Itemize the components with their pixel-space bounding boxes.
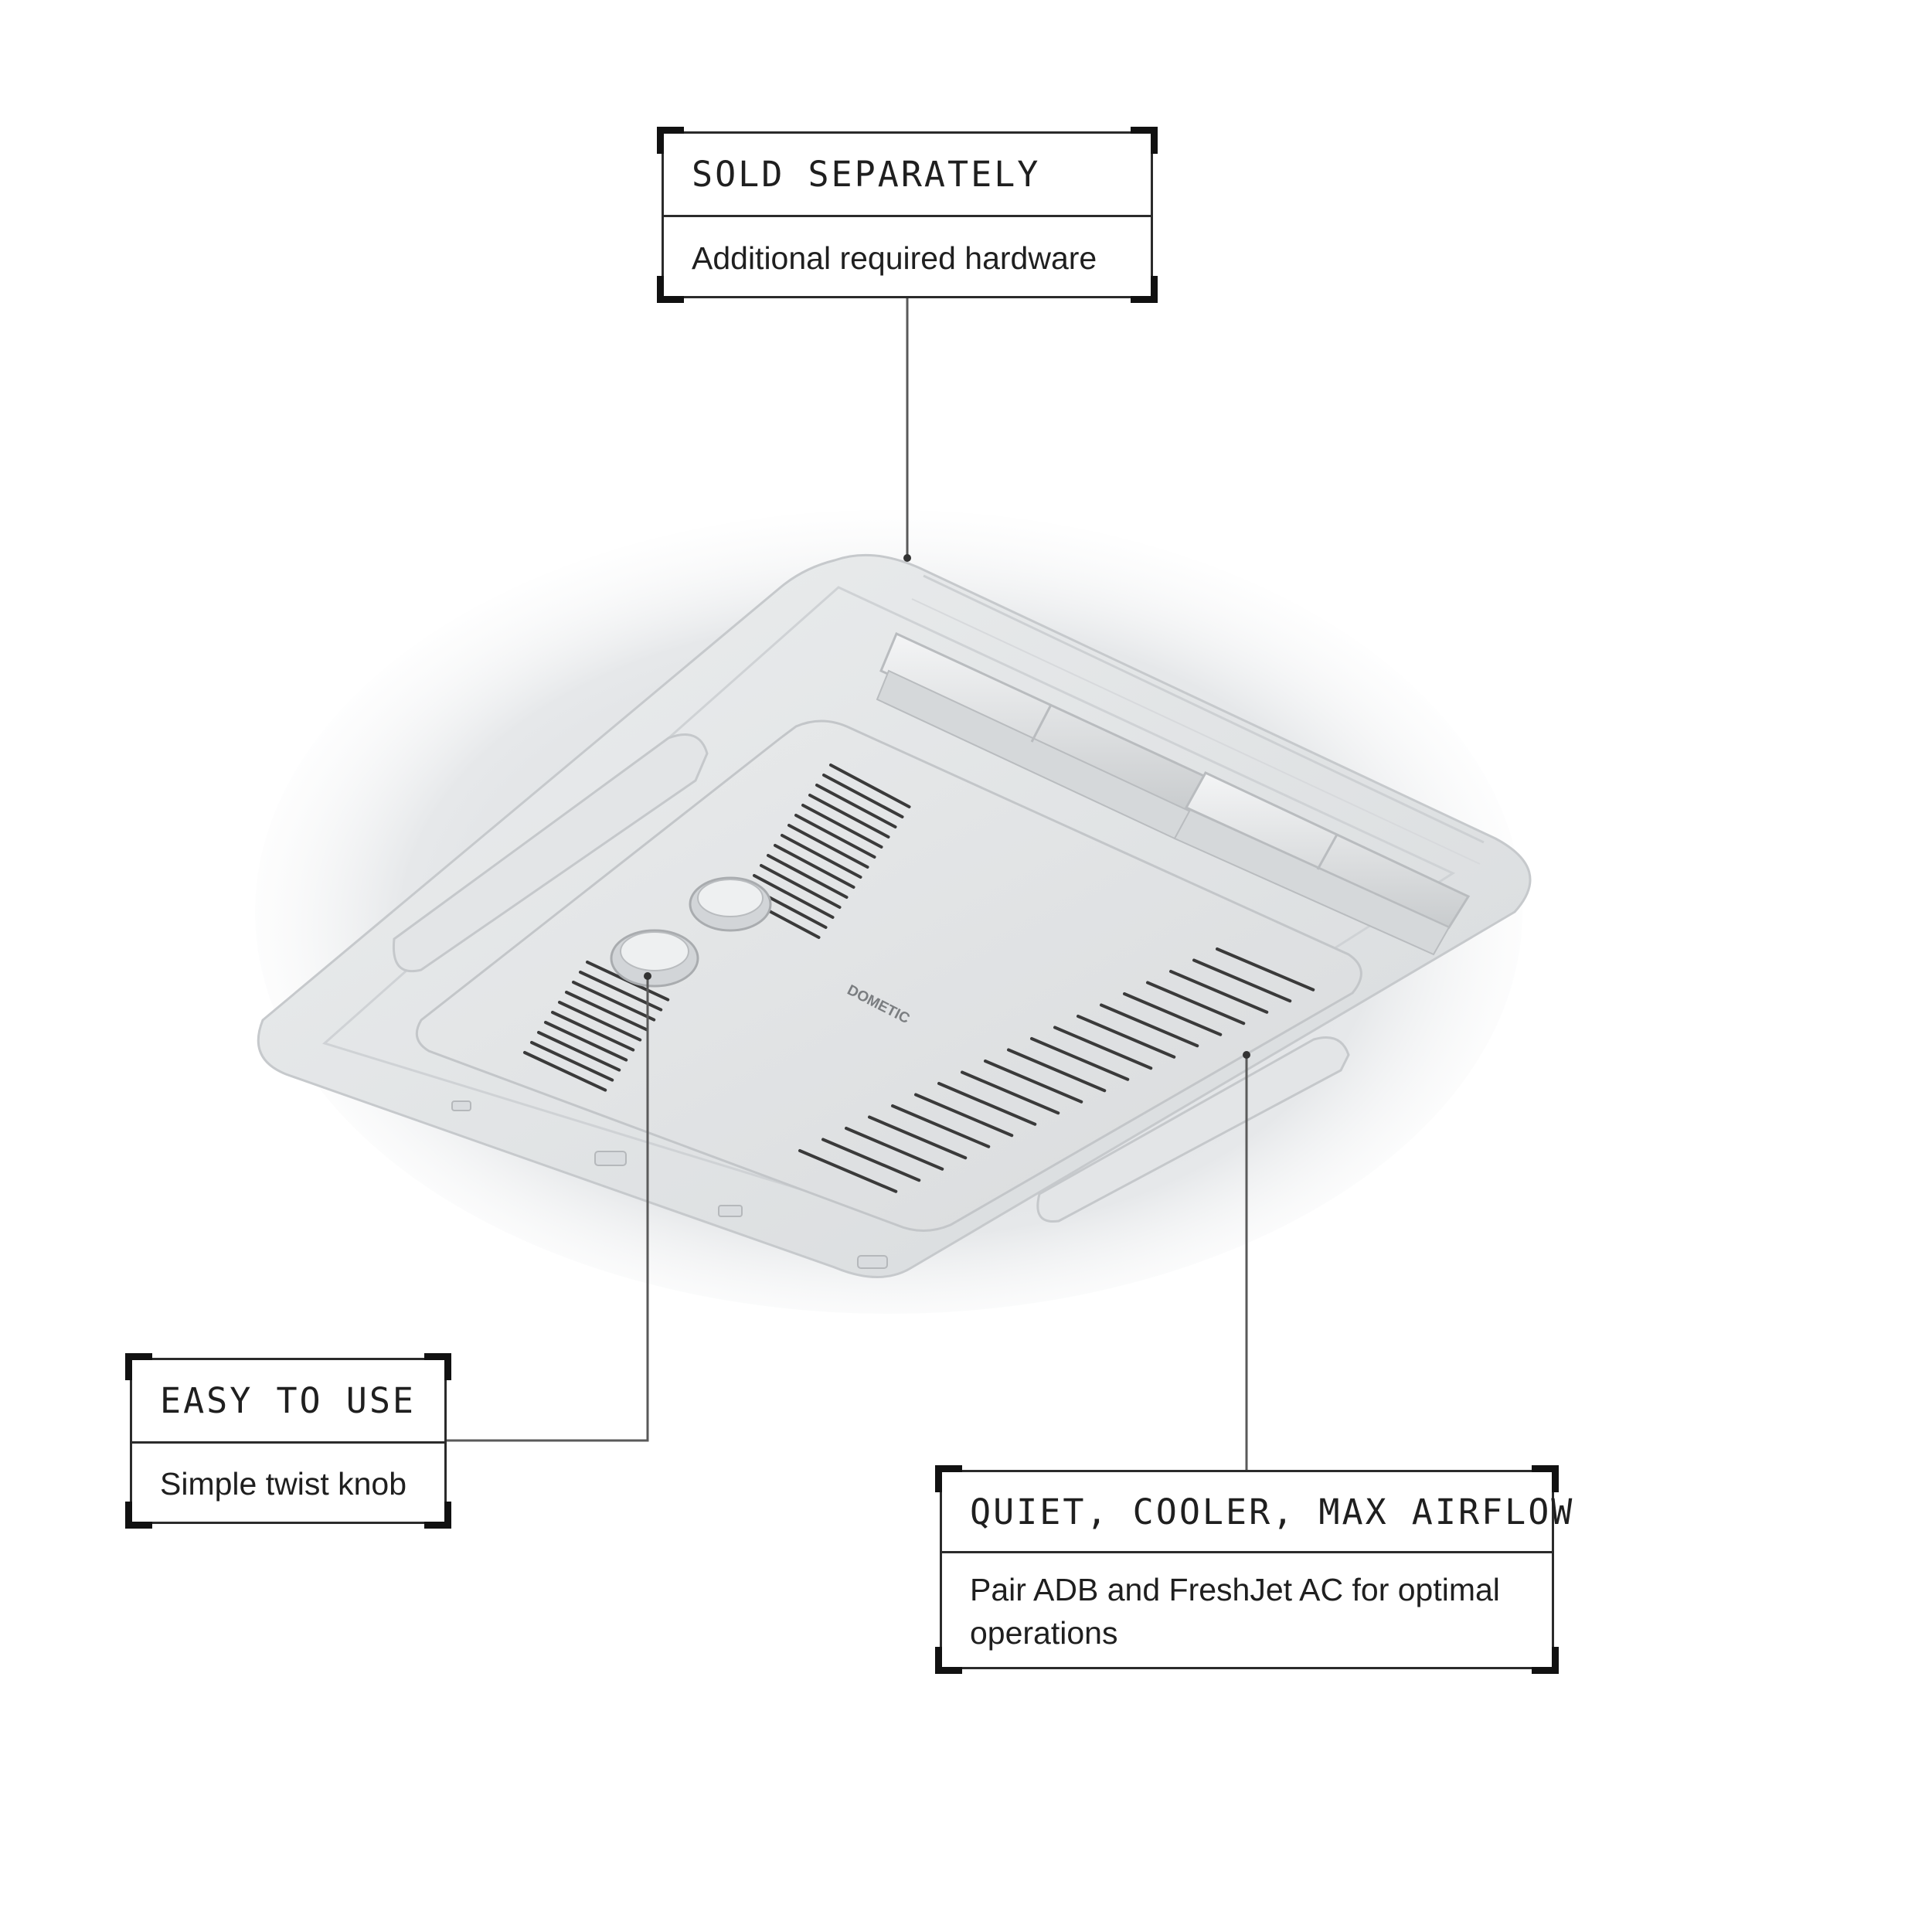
callout-heading: EASY TO USE [132, 1360, 444, 1444]
callout-description: Simple twist knob [160, 1466, 407, 1502]
vent-slat [794, 814, 876, 859]
vent-slat [914, 1093, 1014, 1138]
center-panel [415, 719, 1362, 1232]
vent-slat [829, 764, 911, 808]
leader-dot-easy-to-use [644, 972, 651, 980]
vent-slat [801, 804, 883, 849]
left-recess [392, 733, 709, 972]
callout-description: Additional required hardware [692, 240, 1097, 276]
mounting-clips [451, 1100, 888, 1269]
vent-slat [1030, 1037, 1130, 1081]
vent-grille-upper [739, 764, 911, 939]
vent-slat [774, 844, 855, 889]
right-recess [1036, 1036, 1350, 1223]
vent-slat [558, 1001, 642, 1042]
vent-slat [798, 1149, 898, 1193]
vent-slat [891, 1104, 991, 1148]
bracket-corner [935, 1647, 962, 1674]
bracket-corner [1131, 276, 1158, 303]
vent-slat [961, 1070, 1060, 1115]
vent-slat [1053, 1026, 1153, 1070]
vent-slat [815, 784, 897, 828]
callout-description: Pair ADB and FreshJet AC for optimal ope… [970, 1572, 1500, 1651]
vent-grille-right [798, 947, 1315, 1193]
vent-slat [937, 1082, 1037, 1126]
callout-easy-to-use: EASY TO USE Simple twist knob [125, 1353, 451, 1529]
vent-slat [868, 1115, 968, 1160]
vent-slat [1169, 970, 1269, 1014]
vent-slat [822, 774, 904, 818]
vent-slat [551, 1011, 635, 1052]
callout-sold-separately: SOLD SEPARATELY Additional required hard… [657, 127, 1158, 303]
twist-knob-upper[interactable] [689, 876, 772, 932]
vent-slat [530, 1041, 614, 1082]
bracket-corner [125, 1353, 152, 1380]
callout-heading: SOLD SEPARATELY [664, 134, 1151, 217]
vent-slat [537, 1031, 621, 1072]
vent-slat [1216, 947, 1315, 992]
bracket-corner [657, 276, 684, 303]
vent-slat [1007, 1048, 1107, 1093]
vent-slat [1100, 1003, 1199, 1048]
bracket-corner [657, 127, 684, 154]
vent-slat [565, 991, 649, 1032]
bracket-corner [1532, 1647, 1559, 1674]
bracket-corner [424, 1502, 451, 1529]
vent-slat [760, 864, 842, 909]
vent-slat [845, 1127, 944, 1171]
callout-quiet-cooler-max-airflow: QUIET, COOLER, MAX AIRFLOW Pair ADB and … [935, 1465, 1572, 1674]
vent-slat [787, 824, 869, 869]
vent-slat [984, 1060, 1083, 1104]
vent-slat [767, 854, 849, 899]
vent-slat [1146, 981, 1246, 1026]
vent-slat [1123, 992, 1223, 1036]
leader-line-easy-to-use [447, 978, 649, 1442]
vent-slat [1077, 1015, 1176, 1059]
leader-dot-airflow [1243, 1051, 1250, 1059]
vent-slat [572, 981, 656, 1022]
top-louvers [876, 574, 1485, 956]
bracket-corner [935, 1465, 962, 1492]
bracket-corner [424, 1353, 451, 1380]
vent-slat [781, 834, 862, 879]
vent-slat [753, 874, 835, 919]
bracket-corner [1131, 127, 1158, 154]
bracket-corner [1532, 1465, 1559, 1492]
vent-slat [523, 1051, 607, 1092]
vent-slat [544, 1021, 628, 1062]
bracket-corner [125, 1502, 152, 1529]
callout-heading: QUIET, COOLER, MAX AIRFLOW [942, 1472, 1572, 1553]
twist-knob-lower[interactable] [610, 929, 699, 988]
vent-slat [821, 1138, 921, 1182]
leader-dot-sold-separately [903, 554, 911, 562]
vent-slat [808, 794, 890, 838]
vent-slat [1192, 958, 1292, 1003]
